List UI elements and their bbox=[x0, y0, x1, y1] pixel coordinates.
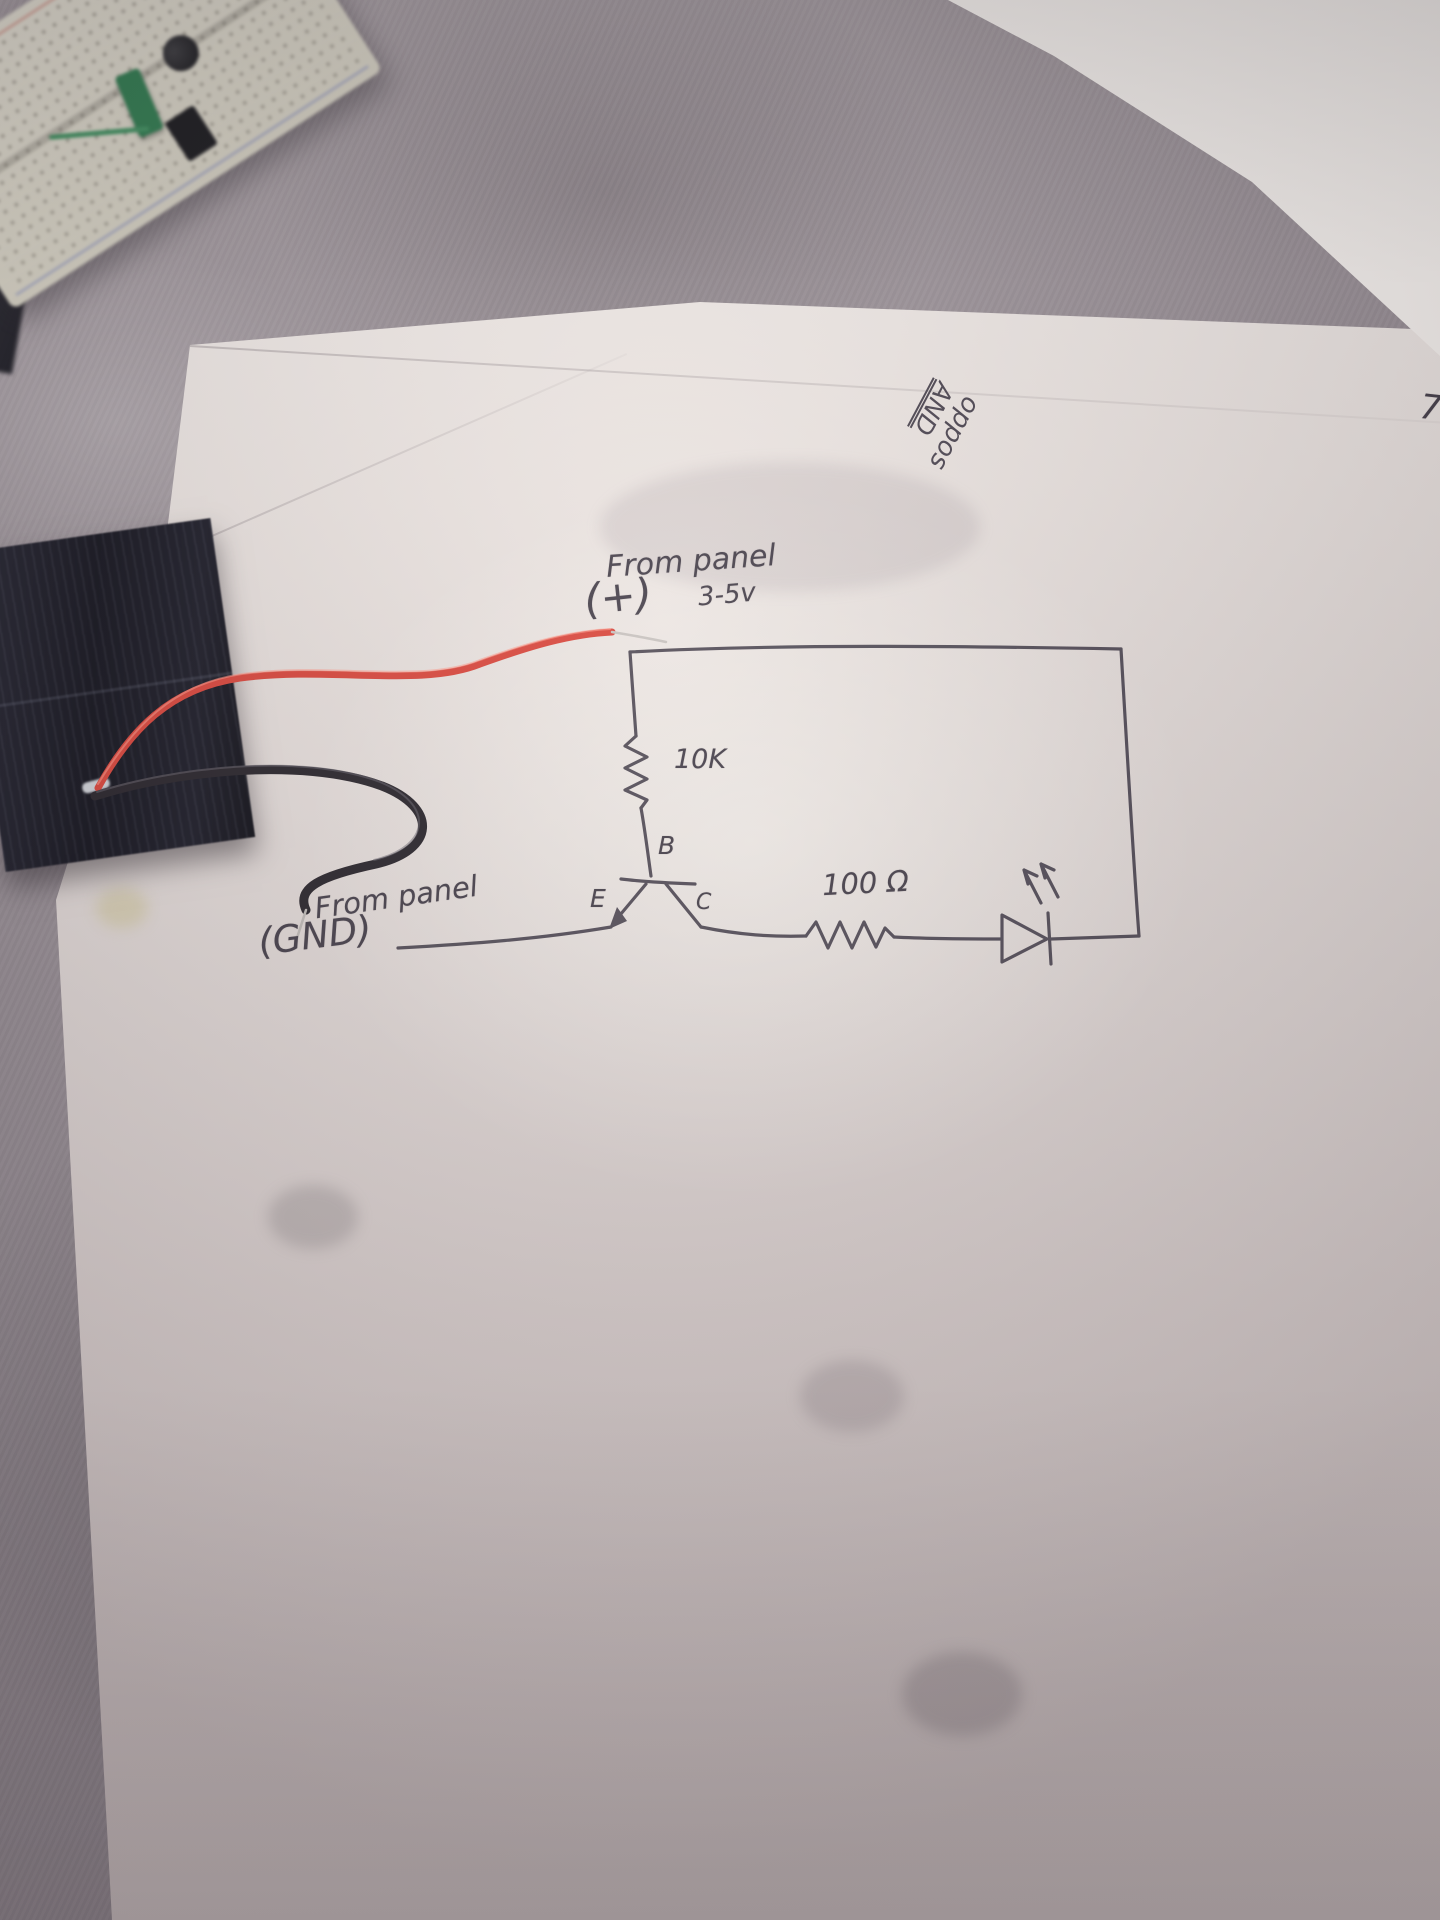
gnd-line bbox=[396, 925, 613, 950]
paper-soft-shadow bbox=[600, 462, 980, 592]
red-wire-highlight bbox=[97, 628, 611, 785]
paper-stain-yellow bbox=[96, 888, 148, 928]
label-transistor-emitter: E bbox=[590, 884, 606, 913]
resistor-r1 bbox=[623, 734, 649, 810]
paper-shadow-spot bbox=[902, 1652, 1022, 1736]
resistor-r2 bbox=[804, 920, 896, 950]
label-resistor-r1: 10K bbox=[674, 744, 727, 775]
plus-drop bbox=[628, 650, 638, 738]
top-rail bbox=[628, 644, 1123, 654]
red-wire bbox=[94, 628, 616, 792]
schematic-ink bbox=[396, 644, 1141, 966]
red-wire-bare-tip bbox=[610, 630, 668, 644]
label-plus-terminal: (+) bbox=[581, 568, 655, 625]
led-triangle bbox=[1000, 913, 1049, 964]
right-rail bbox=[1119, 647, 1141, 938]
emitter-arrowhead bbox=[609, 907, 627, 929]
collector-wire bbox=[699, 925, 808, 938]
panel-wires bbox=[90, 628, 668, 940]
label-voltage: 3-5v bbox=[696, 577, 758, 613]
paper-shadow-spot bbox=[268, 1185, 358, 1249]
black-wire-highlight bbox=[96, 764, 420, 861]
label-edge-mark: 7 bbox=[1417, 386, 1440, 430]
led-anode-wire bbox=[892, 935, 1003, 941]
black-wire-bare-tip bbox=[295, 908, 308, 940]
label-transistor-base: B bbox=[658, 831, 676, 860]
label-transistor-collector: C bbox=[696, 890, 712, 915]
transistor-bar bbox=[619, 877, 697, 886]
label-resistor-r2: 100 Ω bbox=[821, 863, 910, 903]
paper-highlight bbox=[300, 480, 1200, 1200]
led-cathode-wire bbox=[1049, 934, 1141, 941]
base-wire bbox=[639, 806, 653, 878]
led-light-arrow-2 bbox=[1039, 862, 1060, 899]
collector-line bbox=[664, 882, 703, 929]
paper-shadow-spot bbox=[800, 1360, 904, 1432]
led-light-arrow-1 bbox=[1022, 868, 1043, 905]
